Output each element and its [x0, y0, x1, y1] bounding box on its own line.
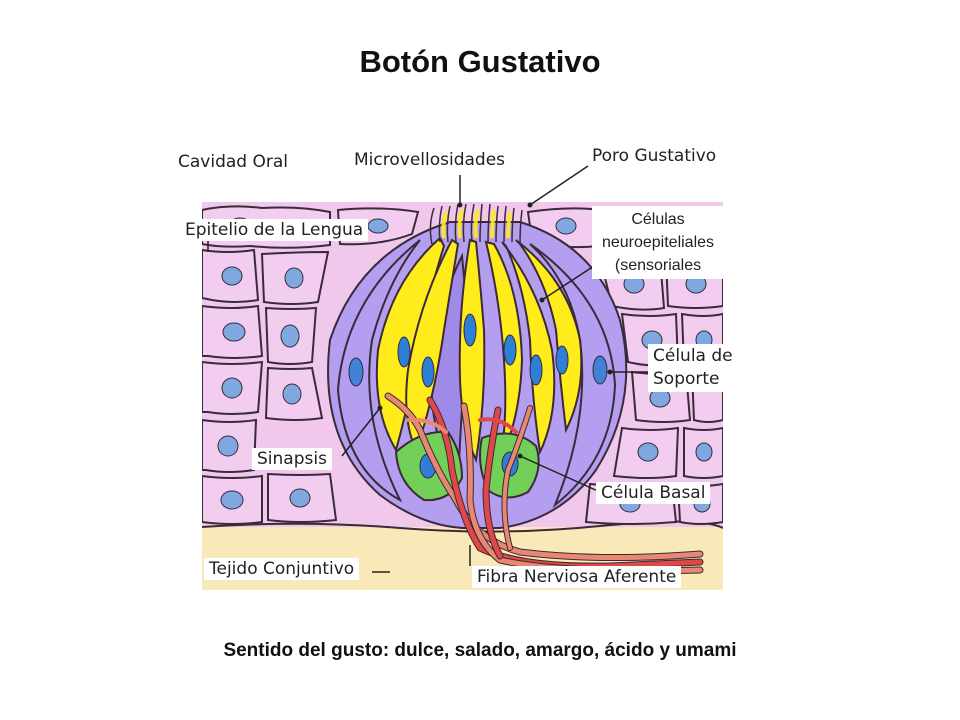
label-celula-soporte: Célula de Soporte [648, 344, 738, 392]
afferent-nerve-fibers [384, 392, 704, 575]
label-microvellosidades: Microvellosidades [354, 150, 506, 170]
label-celula-soporte-line1: Célula de [653, 346, 733, 366]
label-celula-soporte-line2: Soporte [653, 369, 720, 389]
sensory-nuclei [397, 313, 569, 388]
leader-lines [207, 165, 650, 573]
microvilli [429, 203, 523, 245]
label-fibra-nerviosa: Fibra Nerviosa Aferente [472, 566, 682, 588]
label-celulas-sensoriales-line1: Células [631, 211, 685, 228]
label-sinapsis: Sinapsis [252, 448, 332, 470]
label-poro-gustativo: Poro Gustativo [592, 146, 717, 166]
page-title: Botón Gustativo [359, 44, 601, 79]
label-celulas-sensoriales: Células neuroepiteliales (sensoriales [592, 206, 724, 279]
page-caption: Sentido del gusto: dulce, salado, amargo… [223, 640, 737, 661]
microvilli-fill [441, 209, 512, 239]
label-tejido-conjuntivo: Tejido Conjuntivo [204, 558, 360, 580]
support-nuclei [348, 355, 608, 387]
label-celulas-sensoriales-line3: (sensoriales [614, 257, 702, 274]
label-celulas-sensoriales-line2: neuroepiteliales [601, 234, 715, 251]
label-celula-basal: Célula Basal [596, 482, 711, 504]
label-epitelio: Epitelio de la Lengua [180, 219, 369, 241]
label-cavidad-oral: Cavidad Oral [178, 152, 288, 172]
